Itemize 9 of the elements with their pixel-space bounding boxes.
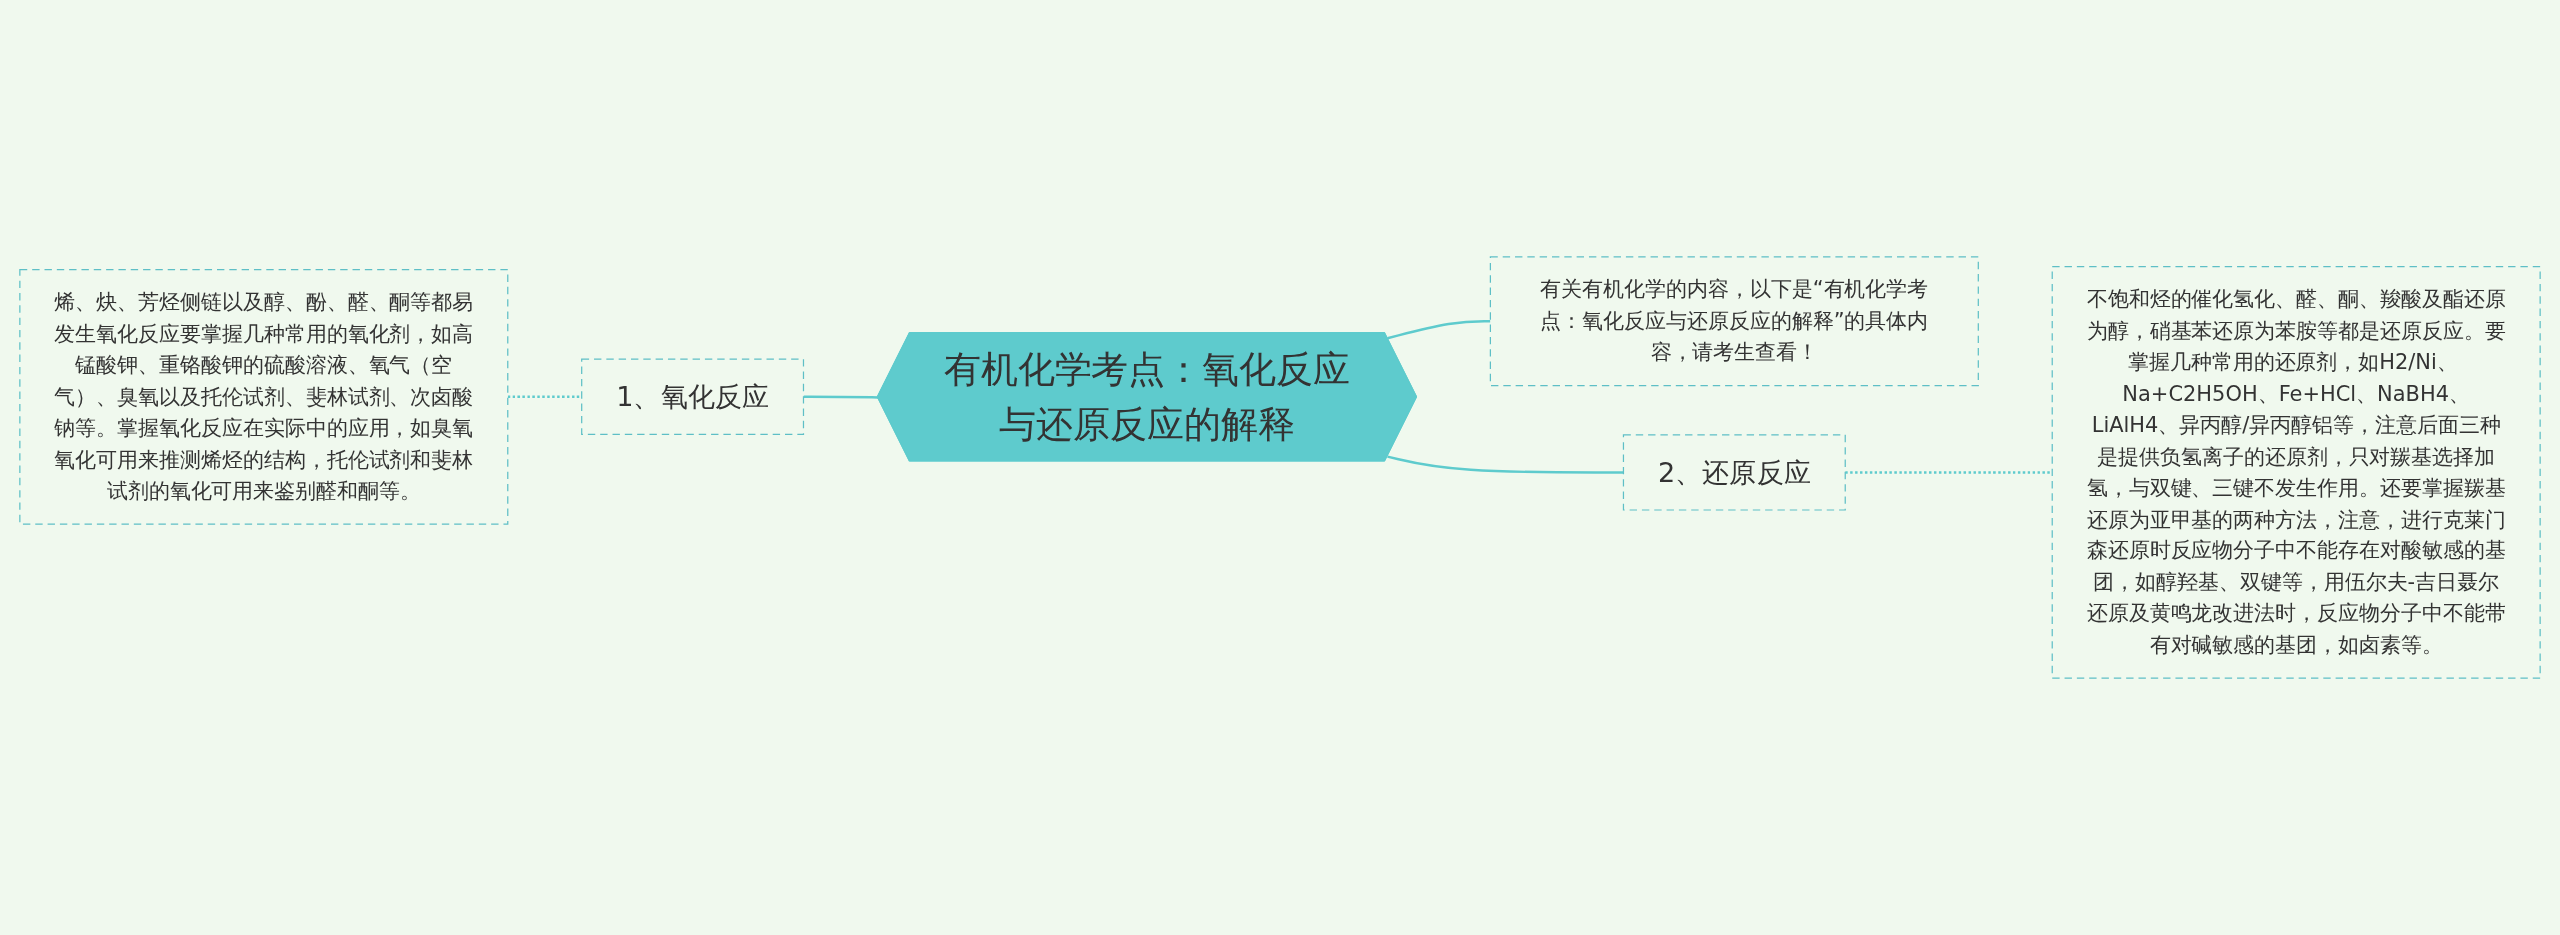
connector	[803, 395, 879, 399]
connector	[507, 395, 582, 399]
node-box: 1、氧化反应	[581, 358, 805, 435]
node-box: 不饱和烃的催化氢化、醛、酮、羧酸及酯还原为醇，硝基苯还原为苯胺等都是还原反应。要掌握几种常用的还原剂，如H2/Ni、 Na+C2H5OH、Fe+HCl、NaBH4、LiAlH4、异丙醇/异丙醇铝等，注意后面三种是提供负氢离子的还原剂，只对羰基选择加氢，与双键、三键不发生作用。还要掌握羰基还原为亚甲基的两种方法，注意，进行克莱门森还原时反应物分子中不能存在对酸敏感的基团，如醇羟基、双键等，用伍尔夫-吉日聂尔还原及黄鸣龙改进法时，反应物分子中不能带有对碱敏感的基团，如卤素等。	[2051, 266, 2541, 679]
connector	[1387, 319, 1491, 340]
node-box: 2、还原反应	[1622, 434, 1846, 511]
node-box: 烯、炔、芳烃侧链以及醇、酚、醛、酮等都易发生氧化反应要掌握几种常用的氧化剂，如高锰酸钾、重铬酸钾的硫酸溶液、氧气（空气）、臭氧以及托伦试剂、斐林试剂、次卤酸钠等。掌握氧化反应在实际中的应用，如臭氧氧化可用来推测烯烃的结构，托伦试剂和斐林试剂的氧化可用来鉴别醛和酮等。	[19, 268, 509, 525]
connector	[1387, 455, 1624, 474]
node-box: 有关有机化学的内容，以下是“有机化学考点：氧化反应与还原反应的解释”的具体内容，请考生查看！	[1489, 256, 1979, 387]
